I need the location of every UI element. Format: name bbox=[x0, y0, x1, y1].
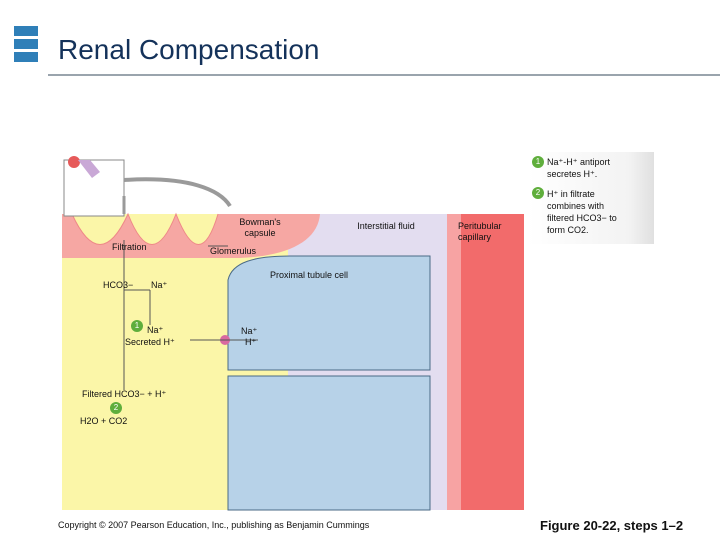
proximal-tubule-cell-lower bbox=[227, 375, 431, 511]
step-2-text-line4: form CO2. bbox=[547, 225, 589, 235]
step-1-text-line1: Na⁺-H⁺ antiport bbox=[547, 157, 611, 167]
hco3-label: HCO3− bbox=[103, 280, 134, 290]
copyright-footer: Copyright © 2007 Pearson Education, Inc.… bbox=[58, 520, 370, 530]
secreted-h-label: Secreted H⁺ bbox=[125, 337, 175, 347]
step-1-badge-diagram: 1 bbox=[131, 320, 143, 332]
page-title: Renal Compensation bbox=[58, 34, 320, 65]
step-2-badge-diagram: 2 bbox=[110, 402, 122, 414]
filtration-label: Filtration bbox=[112, 242, 147, 252]
bowmans-capsule-label: Bowman's capsule bbox=[239, 217, 281, 238]
glomerulus-loops bbox=[71, 212, 219, 245]
na-label: Na⁺ bbox=[151, 280, 168, 290]
h-cell-label: H⁺ bbox=[245, 337, 257, 347]
step-2-badge: 2 bbox=[532, 187, 544, 199]
step-2-text-line3: filtered HCO3− to bbox=[547, 213, 617, 223]
left-accent-bar bbox=[0, 0, 48, 540]
na-secreted-label: Na⁺ bbox=[147, 325, 164, 335]
figure-caption: Figure 20-22, steps 1–2 bbox=[540, 518, 684, 533]
step-2-text-line2: combines with bbox=[547, 201, 605, 211]
glomerulus-label: Glomerulus bbox=[210, 246, 257, 256]
steps-legend bbox=[528, 152, 654, 244]
peritubular-capillary-label: Peritubular capillary bbox=[458, 221, 502, 242]
header-divider bbox=[48, 74, 720, 76]
proximal-tubule-cell-label: Proximal tubule cell bbox=[270, 270, 349, 280]
step-1-text-line2: secretes H⁺. bbox=[547, 169, 598, 179]
proximal-tubule-cell bbox=[227, 255, 431, 371]
filtered-equation-label: Filtered HCO3− + H⁺ bbox=[82, 389, 167, 399]
step-1-badge: 1 bbox=[532, 156, 544, 168]
step-2-text-line1: H⁺ in filtrate bbox=[547, 189, 595, 199]
interstitial-fluid-label: Interstitial fluid bbox=[357, 221, 415, 231]
water-co2-label: H2O + CO2 bbox=[80, 416, 128, 426]
slide-logo-icon bbox=[14, 26, 38, 62]
na-cell-label: Na⁺ bbox=[241, 326, 258, 336]
